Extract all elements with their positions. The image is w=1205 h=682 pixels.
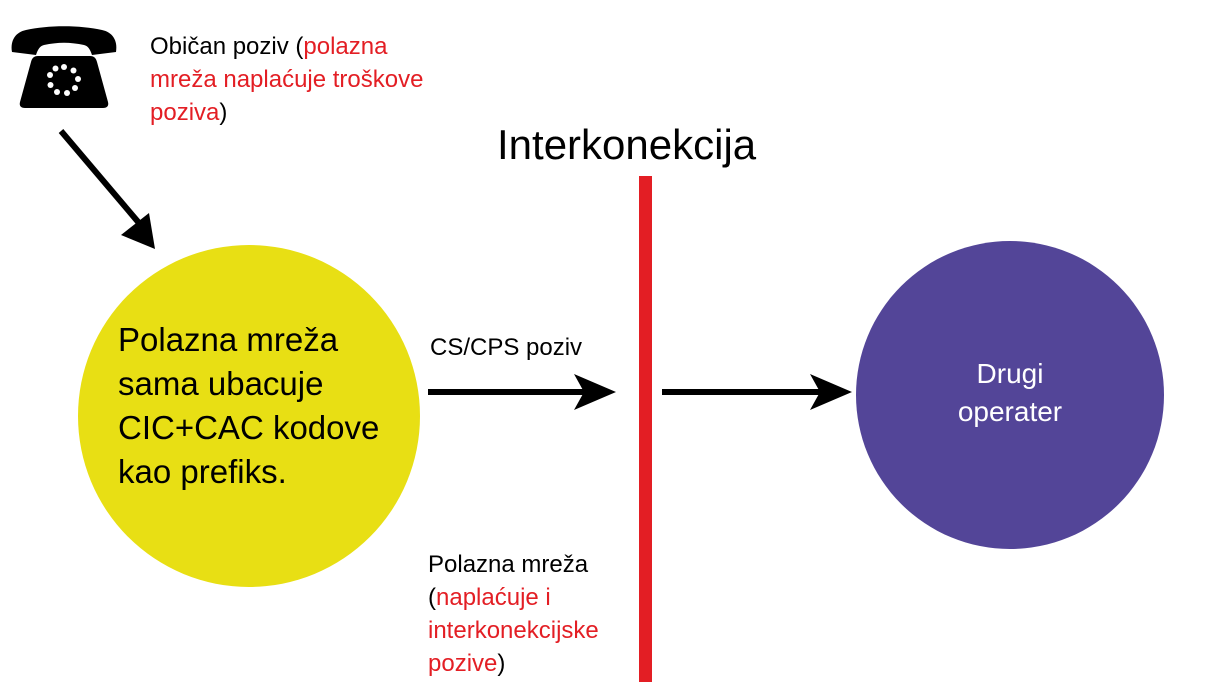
arrow-to-interconnect-icon	[428, 374, 616, 410]
diagram-title: Interkonekcija	[497, 121, 757, 168]
other-operator-label: Drugi operater	[957, 358, 1063, 427]
arrow-to-operator-icon	[662, 374, 852, 410]
billing-caption-prefix: Polazna mreža (	[428, 551, 589, 611]
billing-caption-suffix: )	[497, 650, 506, 677]
origin-network-label: Polazna mreža sama ubacuje CIC+CAC kodov…	[118, 321, 380, 490]
billing-caption: Polazna mreža (naplaćuje i interkonekcij…	[428, 548, 643, 680]
caption-prefix: Običan poziv (	[150, 33, 304, 60]
telephone-icon	[11, 26, 117, 108]
caption-highlight: polazna mreža naplaćuje troškove poziva	[150, 33, 424, 126]
caption-suffix: )	[219, 99, 228, 126]
origin-network-circle	[78, 245, 420, 587]
call-type-label: CS/CPS poziv	[430, 334, 583, 361]
phone-to-network-arrow-icon	[58, 129, 155, 249]
call-description-caption: Običan poziv (polazna mreža naplaćuje tr…	[150, 30, 450, 129]
interconnection-line	[639, 176, 652, 682]
other-operator-circle	[856, 241, 1164, 549]
billing-caption-highlight: naplaćuje i interkonekcijske pozive	[428, 584, 599, 677]
